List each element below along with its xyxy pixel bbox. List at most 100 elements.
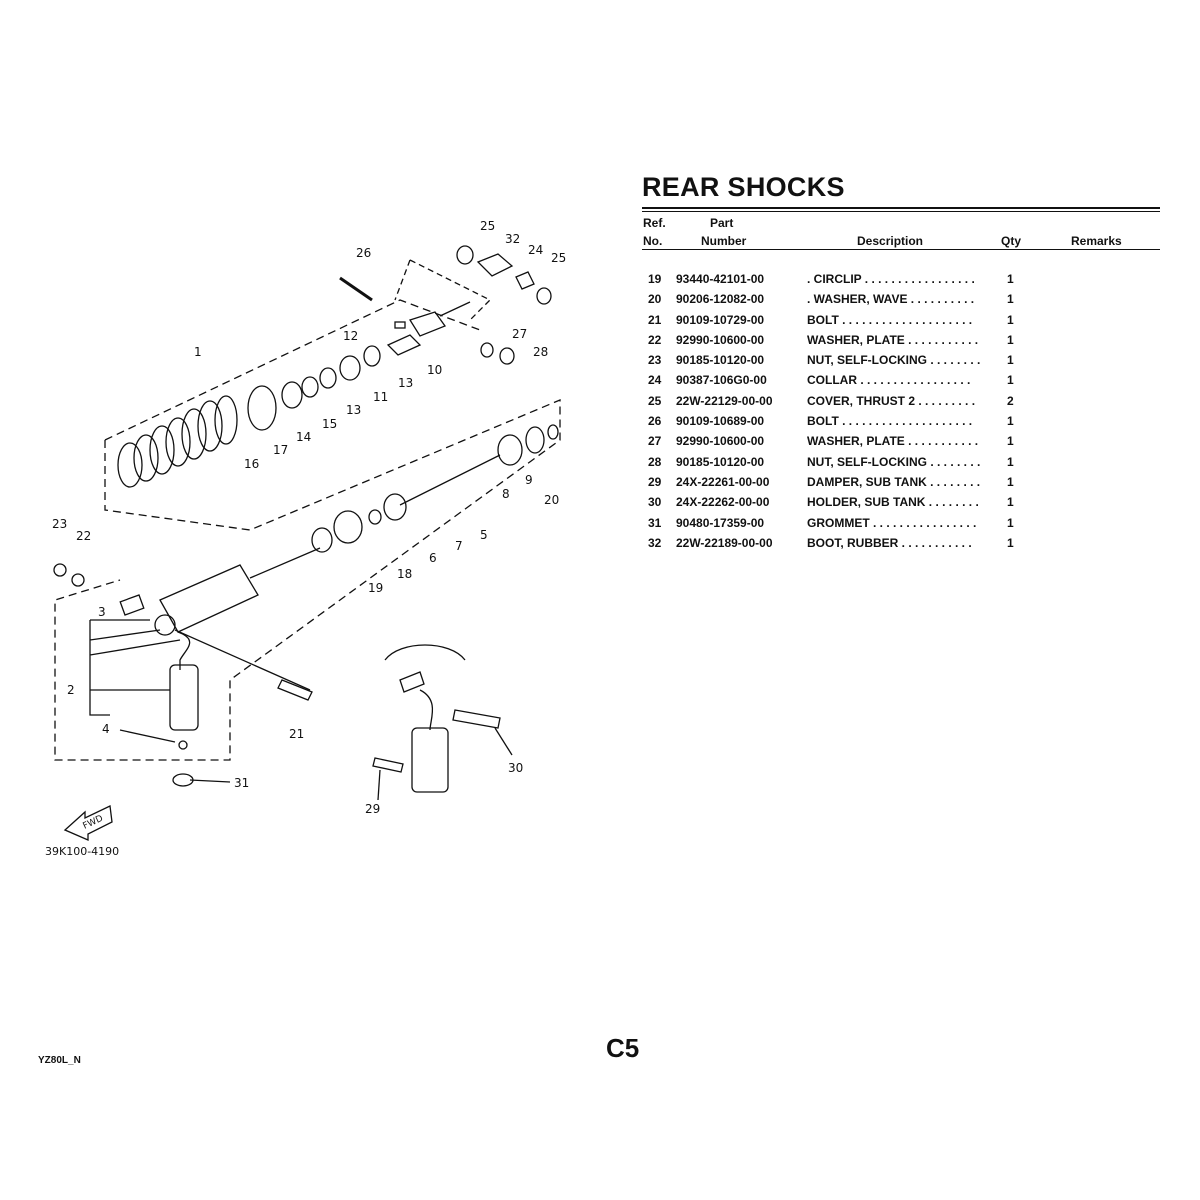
spring (117, 395, 238, 488)
ref-number: 31 (648, 515, 662, 530)
part-number: 90185-10120-00 (676, 454, 765, 469)
ref-number: 27 (648, 434, 662, 449)
quantity: 1 (1007, 292, 1014, 307)
ref-number: 30 (648, 495, 662, 510)
ref-number: 23 (648, 353, 662, 368)
quantity: 1 (1007, 373, 1014, 388)
callout: 11 (373, 390, 388, 404)
model-code: YZ80L_N (38, 1055, 81, 1066)
ref-number: 32 (648, 535, 662, 550)
description: NUT, SELF-LOCKING . . . . . . . . (807, 454, 981, 469)
ref-number: 29 (648, 474, 662, 489)
header-rule (642, 249, 1160, 250)
callout: 13 (346, 403, 361, 417)
description: DAMPER, SUB TANK . . . . . . . . (807, 474, 981, 489)
ref-number: 22 (648, 332, 662, 347)
header-ref-bottom: No. (643, 234, 663, 248)
quantity: 1 (1007, 474, 1014, 489)
ref-number: 25 (648, 393, 662, 408)
callout: 2 (67, 683, 75, 697)
callout: 3 (98, 605, 106, 619)
callout: 27 (512, 327, 527, 341)
part-number: 22W-22189-00-00 (676, 535, 773, 550)
callout: 25 (480, 219, 495, 233)
callout: 21 (289, 727, 304, 741)
quantity: 1 (1007, 495, 1014, 510)
description: NUT, SELF-LOCKING . . . . . . . . (807, 353, 981, 368)
callout: 28 (533, 345, 548, 359)
part-number: 93440-42101-00 (676, 272, 765, 286)
part-number: 24X-22262-00-00 (676, 495, 770, 510)
table-row: 31 90480-17359-00 GROMMET . . . . . . . . … (642, 516, 1160, 536)
callout: 7 (455, 539, 463, 553)
callout: 16 (244, 457, 259, 471)
ref-number: 26 (648, 414, 662, 429)
part-number: 90109-10729-00 (676, 312, 765, 327)
callout: 14 (296, 430, 311, 444)
ref-number: 21 (648, 312, 662, 327)
ref-number: 28 (648, 454, 662, 469)
title-rule (642, 207, 1160, 209)
part-number: 22W-22129-00-00 (676, 393, 773, 408)
callout: 13 (398, 376, 413, 390)
callout: 25 (551, 251, 566, 265)
description: BOLT . . . . . . . . . . . . . . . . . .… (807, 414, 973, 429)
table-row: 21 90109-10729-00 BOLT . . . . . . . . . .… (642, 313, 1160, 333)
description: GROMMET . . . . . . . . . . . . . . . . (807, 515, 977, 530)
header-qty: Qty (1001, 234, 1022, 248)
callout: 10 (427, 363, 442, 377)
quantity: 1 (1007, 515, 1014, 530)
callout: 4 (102, 722, 110, 736)
callout: 31 (234, 776, 249, 790)
part-number: 90387-106G0-00 (676, 373, 767, 388)
description: WASHER, PLATE . . . . . . . . . . . (807, 434, 979, 449)
callout: 20 (544, 493, 559, 507)
callout: 30 (508, 761, 523, 775)
header-part-bottom: Number (701, 234, 747, 248)
part-number: 90480-17359-00 (676, 515, 765, 530)
quantity: 1 (1007, 535, 1014, 550)
part-number: 90206-12082-00 (676, 292, 765, 307)
ref-number: 20 (648, 292, 662, 307)
callout-labels: 25 32 26 24 25 1 12 27 28 10 13 11 13 15… (52, 219, 566, 816)
description: COVER, THRUST 2 . . . . . . . . . (807, 393, 976, 408)
callout: 9 (525, 473, 533, 487)
part-number: 90185-10120-00 (676, 353, 765, 368)
description: WASHER, PLATE . . . . . . . . . . . (807, 332, 979, 347)
quantity: 1 (1007, 332, 1014, 347)
callout: 6 (429, 551, 437, 565)
header-remarks: Remarks (1071, 234, 1122, 248)
quantity: 1 (1007, 312, 1014, 327)
table-row: 28 90185-10120-00 NUT, SELF-LOCKING . . . … (642, 455, 1160, 475)
quantity: 1 (1007, 414, 1014, 429)
header-ref-top: Ref. (643, 216, 666, 230)
callout: 15 (322, 417, 337, 431)
part-number: 24X-22261-00-00 (676, 474, 770, 489)
callout: 5 (480, 528, 488, 542)
table-row: 25 22W-22129-00-00 COVER, THRUST 2 . . . .… (642, 394, 1160, 414)
callout: 26 (356, 246, 371, 260)
callout: 22 (76, 529, 91, 543)
table-row: 29 24X-22261-00-00 DAMPER, SUB TANK . . . … (642, 475, 1160, 495)
quantity: 1 (1007, 454, 1014, 469)
description: . WASHER, WAVE . . . . . . . . . . (807, 292, 975, 307)
part-number: 92990-10600-00 (676, 434, 765, 449)
quantity: 1 (1007, 272, 1014, 286)
callout: 18 (397, 567, 412, 581)
callout: 1 (194, 345, 202, 359)
page-number: C5 (606, 1033, 640, 1063)
callout: 32 (505, 232, 520, 246)
ref-number: 19 (648, 272, 662, 286)
title-rule-thin (642, 211, 1160, 212)
page-title: REAR SHOCKS (642, 172, 845, 202)
parts-table: 19 93440-42101-00 . CIRCLIP . . . . . . . … (642, 272, 1160, 556)
table-row: 23 90185-10120-00 NUT, SELF-LOCKING . . . … (642, 353, 1160, 373)
diagram-code: 39K100-4190 (45, 845, 119, 858)
description: BOLT . . . . . . . . . . . . . . . . . .… (807, 312, 973, 327)
exploded-parts-diagram: FWD 39K100-4190 25 32 26 24 25 1 12 27 2… (45, 219, 566, 858)
description: . CIRCLIP . . . . . . . . . . . . . . . … (807, 272, 975, 286)
